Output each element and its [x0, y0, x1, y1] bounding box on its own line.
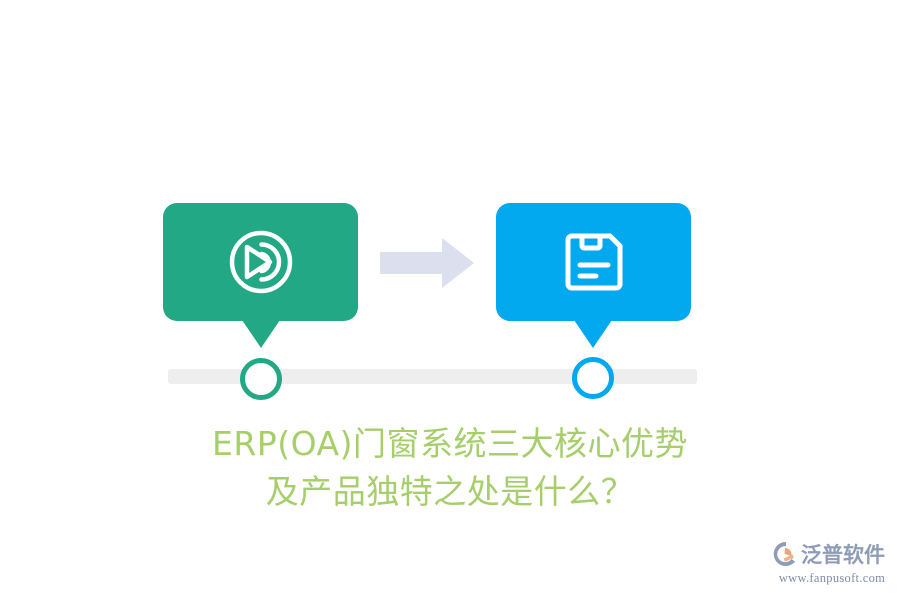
watermark-url: www.fanpusoft.com — [778, 571, 886, 585]
caption-block: ERP(OA)门窗系统三大核心优势 及产品独特之处是什么？ — [0, 420, 900, 516]
flow-card-step-2[interactable] — [496, 203, 691, 321]
timeline-track — [168, 369, 697, 384]
timeline-node-step-2[interactable] — [572, 357, 614, 399]
fanpu-logo-icon — [772, 540, 800, 568]
watermark-brand-row: 泛普软件 — [772, 538, 892, 570]
caption-line-1: ERP(OA)门窗系统三大核心优势 — [212, 424, 688, 463]
caption-line-2: 及产品独特之处是什么？ — [265, 472, 635, 511]
save-document-icon — [496, 203, 691, 321]
flow-card-tail-step-2 — [574, 320, 612, 348]
watermark-brand-text: 泛普软件 — [801, 543, 885, 567]
right-arrow-icon — [380, 238, 474, 288]
flow-card-tail-step-1 — [242, 320, 280, 348]
watermark: 泛普软件 www.fanpusoft.com — [772, 538, 892, 590]
flow-card-step-1[interactable] — [163, 203, 358, 321]
timeline-node-step-1[interactable] — [240, 358, 282, 400]
broadcast-signal-icon — [163, 203, 358, 321]
